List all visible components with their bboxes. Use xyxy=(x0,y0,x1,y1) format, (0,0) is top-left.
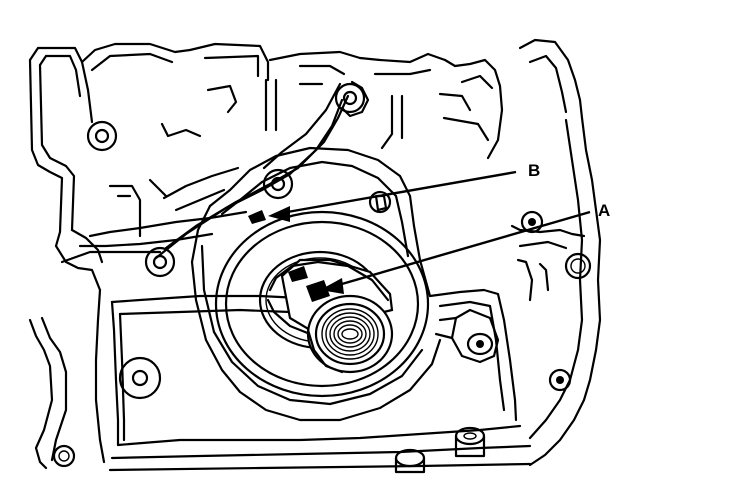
crankshaft-nose xyxy=(266,258,394,374)
oil-pump-housing xyxy=(190,146,442,422)
callout-b-arrowhead xyxy=(268,206,290,222)
callout-a-arrowhead xyxy=(320,278,344,294)
callout-b-leader xyxy=(275,170,517,216)
relief-valve-boss xyxy=(434,308,500,364)
callout-a: A xyxy=(320,201,610,294)
tensioner-bracket xyxy=(60,80,370,278)
bottom-dowels xyxy=(394,426,486,474)
callout-a-label: A xyxy=(598,201,610,220)
web-ribs xyxy=(108,78,490,238)
bolt-bosses xyxy=(52,120,592,468)
callout-b: B xyxy=(268,161,540,222)
callout-b-label: B xyxy=(528,161,540,180)
thread-rings xyxy=(321,308,379,360)
engine-block-outline xyxy=(28,38,602,470)
callout-a-leader xyxy=(327,210,591,290)
